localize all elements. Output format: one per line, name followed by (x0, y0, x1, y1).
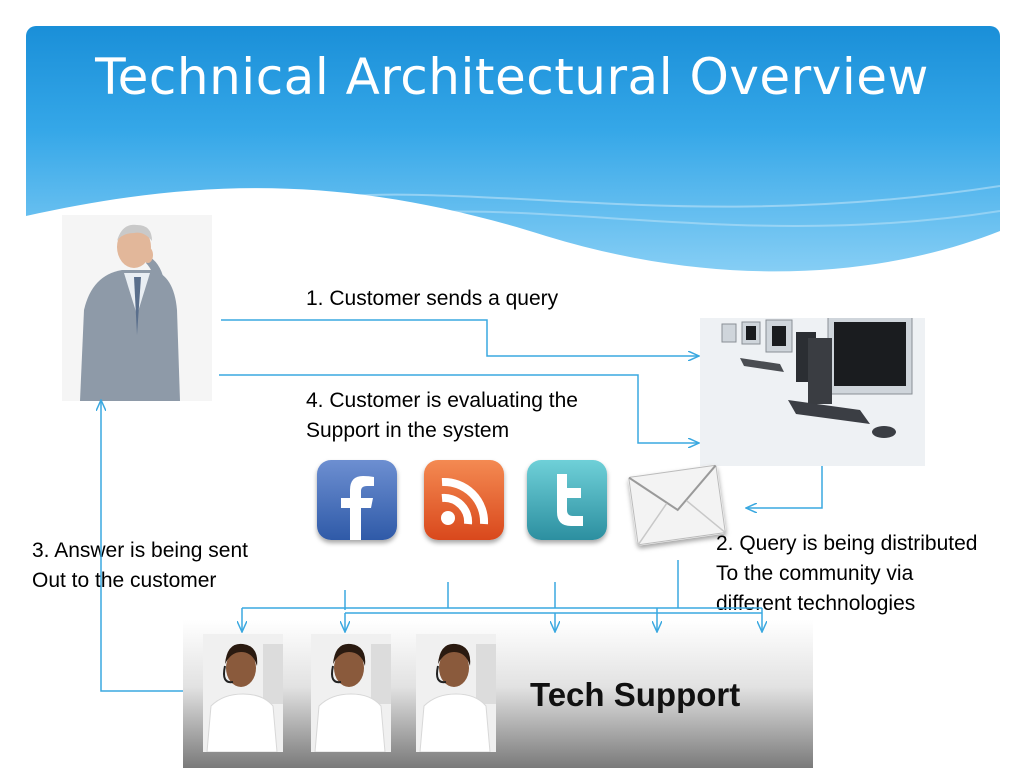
arrow-step-1 (221, 319, 699, 356)
twitter-icon (527, 460, 607, 540)
step-4-label: 4. Customer is evaluating the Support in… (306, 386, 578, 446)
step-2-line-2: To the community via (716, 562, 914, 585)
email-icon (627, 464, 727, 546)
tech-support-panel (183, 620, 813, 768)
rss-icon (424, 460, 504, 540)
support-agent-photo-3 (416, 634, 496, 752)
step-3-label: 3. Answer is being sent Out to the custo… (32, 536, 248, 596)
step-1-label: 1. Customer sends a query (306, 287, 559, 310)
step-3-line-2: Out to the customer (32, 569, 217, 592)
slide-title: Technical Architectural Overview (95, 48, 929, 106)
arrow-step-2 (746, 466, 823, 508)
step-2-line-1: 2. Query is being distributed (716, 532, 978, 555)
step-4-line-2: Support in the system (306, 419, 510, 442)
wave-decoration (26, 185, 1000, 286)
support-agent-icon (203, 634, 283, 752)
support-agent-photo-2 (311, 634, 391, 752)
step-3-line-1: 3. Answer is being sent (32, 539, 248, 562)
support-agent-icon (311, 634, 391, 752)
step-2-label: 2. Query is being distributed To the com… (716, 529, 977, 619)
step-2-line-3: different technologies (716, 592, 916, 615)
servers-photo (700, 315, 925, 466)
businessman-icon (62, 215, 212, 401)
customer-photo (62, 215, 212, 401)
facebook-icon (317, 460, 397, 540)
support-agent-icon (416, 634, 496, 752)
step-4-line-1: 4. Customer is evaluating the (306, 389, 578, 412)
computers-icon (700, 315, 925, 466)
support-agent-photo-1 (203, 634, 283, 752)
tech-support-label: Tech Support (530, 676, 741, 713)
